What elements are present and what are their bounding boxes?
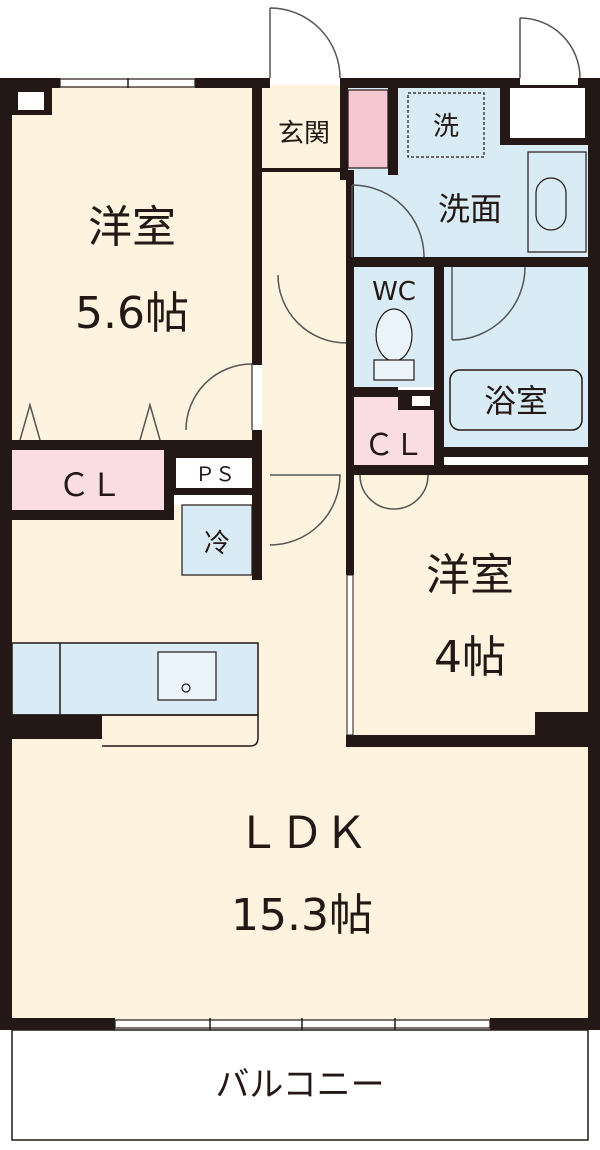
entrance-label: 玄関 [278,119,330,149]
top-right-box [510,88,585,138]
bathtub [449,369,583,431]
wall [346,257,588,267]
wall [12,510,167,520]
vanity-unit [527,151,587,253]
wall [346,465,588,475]
wall [262,168,346,172]
wall [346,735,588,747]
wall [434,447,588,457]
washroom-label: 洗面 [438,190,502,228]
room-b-name: 洋室 [426,550,514,601]
ps-box [176,458,254,488]
wall [0,78,60,88]
wall [490,1018,600,1030]
balcony-label: バルコニー [215,1065,384,1105]
wall [12,440,262,450]
wall [346,387,398,397]
wall [434,257,444,472]
pipe-space-square [18,92,44,110]
toilet [375,308,413,362]
wall [588,78,600,1030]
wall [340,78,520,88]
wall [12,715,102,739]
sliding-door [346,574,354,736]
wall [578,78,588,88]
wall [346,380,354,468]
kitchen-counter [11,642,259,716]
room-a-name: 洋室 [88,202,176,253]
wc-label: WC [372,277,416,307]
hall-connector-floor [262,460,346,520]
ldk-name: ＬＤＫ [236,808,368,859]
wall [252,85,262,365]
closet-a-label: ＣＬ [58,466,122,504]
ps-label: ＰＳ [195,462,235,486]
fridge-space [181,504,253,576]
entrance-shoe-cabinet [347,89,389,169]
wall [340,85,348,180]
room-b-size: 4帖 [434,632,506,683]
wall [388,85,398,175]
wall [0,78,12,1030]
western-room-b-floor [354,475,588,743]
fridge-mark: 冷 [204,529,230,559]
closet-b-label: ＣＬ [364,428,424,463]
closet-a-floor [12,450,164,510]
room-a-size: 5.6帖 [75,288,189,339]
wall [535,712,588,742]
washer-mark: 洗 [433,112,459,142]
bath-label: 浴室 [484,382,548,420]
western-room-a-floor [12,85,252,440]
wall [0,1018,115,1030]
wall [346,170,354,380]
wall [346,475,354,575]
kitchen-sink [157,651,217,701]
wall [252,450,262,580]
small-box [412,396,430,406]
ldk-size: 15.3帖 [231,890,373,941]
washing-machine-space [407,92,485,158]
wall [195,78,270,88]
entrance-floor [262,85,346,170]
balcony-floor [11,1029,589,1141]
